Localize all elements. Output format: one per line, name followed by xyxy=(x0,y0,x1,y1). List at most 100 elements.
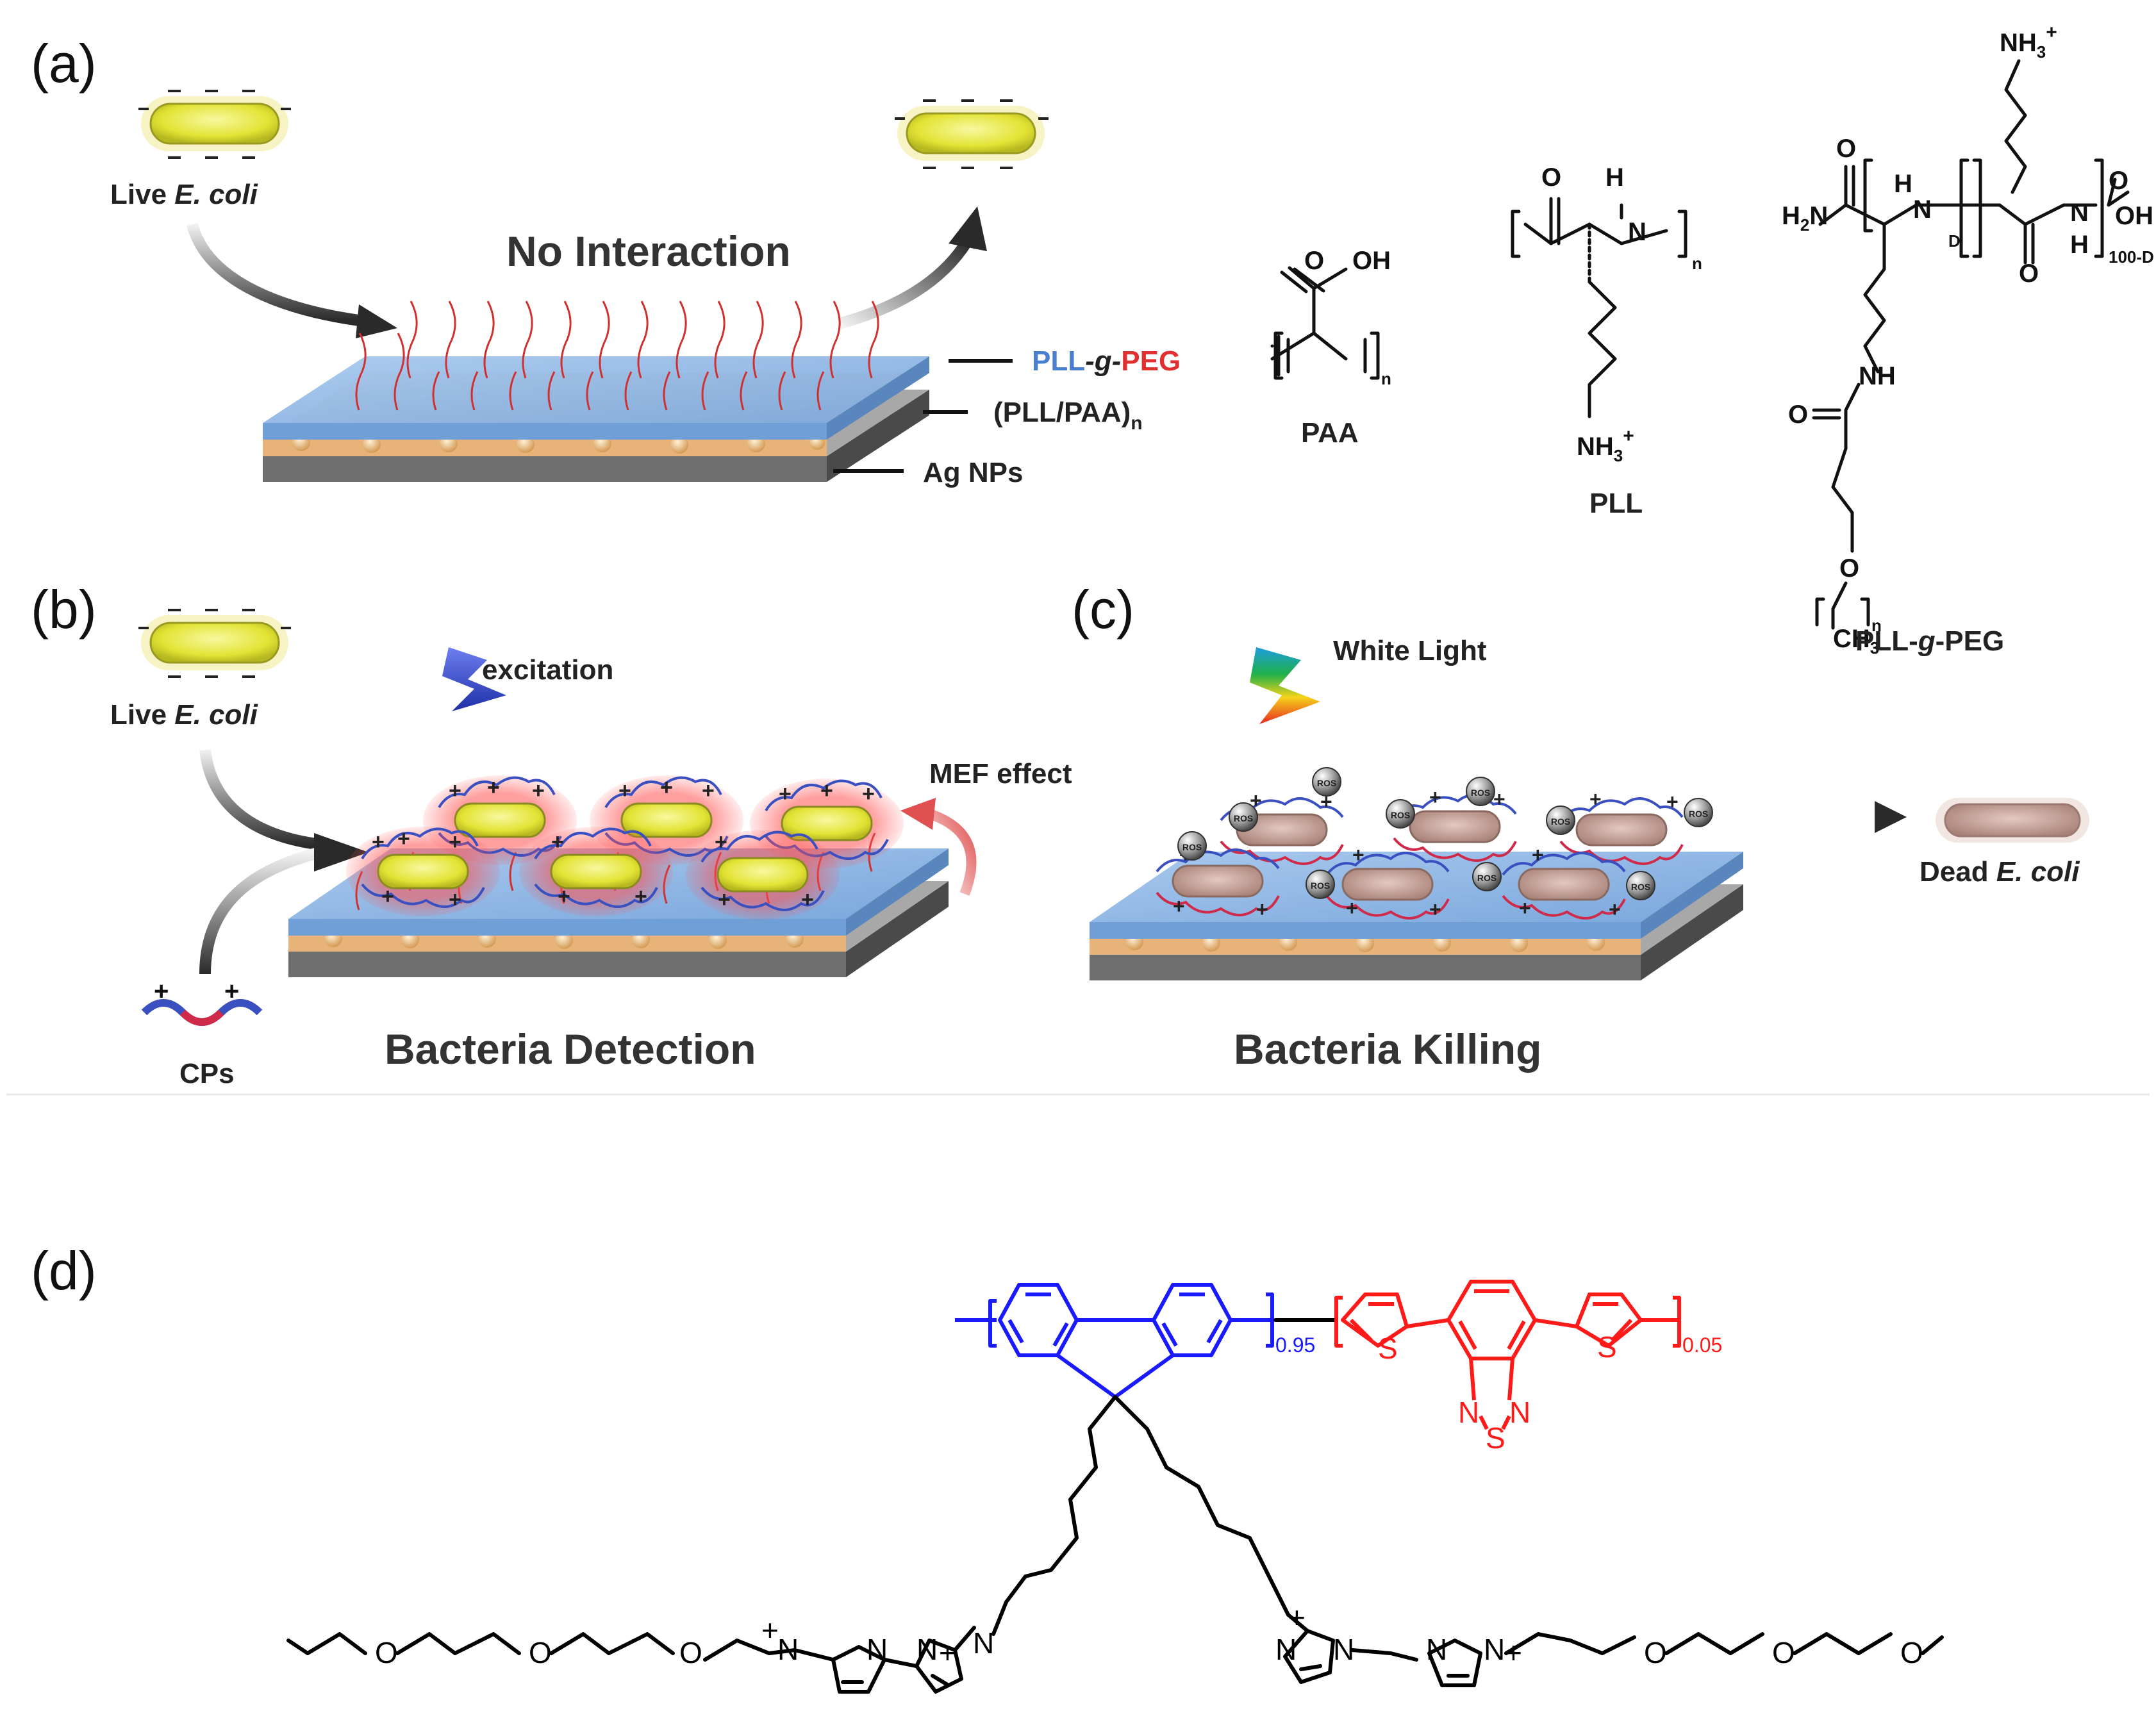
panel-a-substrate xyxy=(263,356,929,482)
panel-label-d: (d) xyxy=(31,1241,97,1301)
white-light-label: White Light xyxy=(1333,635,1487,666)
panel-a-peg-brushes xyxy=(355,301,879,411)
svg-text:NH: NH xyxy=(1859,362,1896,390)
arrow-cps-b xyxy=(199,847,322,975)
panel-a-bacterium-right xyxy=(895,99,1049,169)
svg-text:+: + xyxy=(660,775,673,800)
panel-label-b: (b) xyxy=(31,579,97,640)
mef-arrow-head xyxy=(900,798,936,830)
paa-label: PAA xyxy=(1301,417,1359,449)
panel-a-live-label: Live E. coli xyxy=(110,179,258,210)
mef-arrow xyxy=(927,809,977,896)
svg-text:N: N xyxy=(1484,1633,1505,1666)
svg-text:+: + xyxy=(801,888,814,912)
cp-structure: 0.95 S S N N S 0.05 xyxy=(286,1280,1944,1694)
svg-text:ROS: ROS xyxy=(1182,842,1202,852)
panel-c-dead-bacteria: ++++ ++++ ++++ +++ xyxy=(1156,786,1684,921)
cps-polymer: + + xyxy=(141,977,263,1026)
svg-text:O: O xyxy=(679,1636,702,1669)
svg-text:+: + xyxy=(224,977,239,1005)
svg-text:S: S xyxy=(1597,1330,1617,1364)
svg-text:+: + xyxy=(1666,790,1679,813)
svg-text:n: n xyxy=(1381,369,1391,388)
panel-label-a: (a) xyxy=(31,33,97,94)
svg-text:ROS: ROS xyxy=(1311,880,1330,891)
svg-text:H: H xyxy=(2070,231,2089,259)
excitation-bolt xyxy=(442,647,506,711)
svg-text:N: N xyxy=(2070,199,2089,227)
svg-text:+: + xyxy=(449,779,461,803)
panel-label-c: (c) xyxy=(1072,579,1134,640)
svg-text:O: O xyxy=(1304,247,1324,275)
svg-text:+: + xyxy=(634,884,647,909)
svg-text:OH: OH xyxy=(1352,247,1391,275)
svg-text:+: + xyxy=(449,830,461,854)
bacteria-detection-title: Bacteria Detection xyxy=(385,1025,756,1073)
svg-text:H: H xyxy=(1894,170,1912,198)
svg-text:O: O xyxy=(1836,135,1856,163)
svg-text:+: + xyxy=(1609,898,1621,921)
svg-text:n: n xyxy=(1692,254,1702,273)
svg-text:+: + xyxy=(381,884,394,909)
svg-text:n: n xyxy=(1871,616,1882,635)
svg-text:O: O xyxy=(375,1636,398,1669)
layer-label-multilayer: (PLL/PAA)n xyxy=(993,397,1143,434)
svg-text:H: H xyxy=(1605,163,1624,192)
btd-unit: S S N N S 0.05 xyxy=(1334,1280,1722,1455)
svg-text:ROS: ROS xyxy=(1234,813,1253,823)
svg-text:D: D xyxy=(1948,231,1961,251)
svg-text:N: N xyxy=(916,1633,938,1666)
svg-text:+: + xyxy=(820,779,833,803)
svg-text:N: N xyxy=(1426,1633,1447,1666)
panel-b-bacterium xyxy=(138,609,291,678)
svg-text:ROS: ROS xyxy=(1631,882,1650,892)
dead-bacterium xyxy=(1936,798,2089,843)
svg-text:N: N xyxy=(1913,195,1932,224)
svg-text:100-D: 100-D xyxy=(2109,247,2154,267)
dead-ecoli-label: Dead E. coli xyxy=(1920,856,2080,888)
no-interaction-label: No Interaction xyxy=(506,227,791,275)
arrow-leave-a-head xyxy=(949,206,987,251)
svg-text:N: N xyxy=(1628,218,1646,246)
svg-text:+: + xyxy=(862,782,875,806)
arrow-approach-a-head xyxy=(356,304,397,338)
svg-text:+: + xyxy=(761,1614,779,1647)
arrow-leave-a xyxy=(838,237,973,329)
svg-text:+: + xyxy=(1429,786,1441,809)
svg-text:+: + xyxy=(372,830,385,854)
svg-text:N: N xyxy=(1509,1396,1530,1429)
svg-text:+: + xyxy=(1589,788,1602,811)
svg-text:O: O xyxy=(1772,1636,1795,1669)
svg-text:+: + xyxy=(1532,843,1544,866)
svg-text:ROS: ROS xyxy=(1391,810,1410,820)
fluorene-unit: 0.95 xyxy=(955,1283,1315,1399)
svg-text:O: O xyxy=(1839,554,1859,582)
svg-text:+: + xyxy=(715,830,727,854)
svg-text:N: N xyxy=(1275,1633,1297,1666)
panel-b-bound-bacteria: +++ +++ +++ +++ ++ +++ +++ xyxy=(346,775,904,920)
svg-text:+: + xyxy=(1519,896,1531,920)
layer-label-ag: Ag NPs xyxy=(923,457,1023,488)
svg-text:+: + xyxy=(397,827,410,851)
svg-text:+: + xyxy=(1346,896,1358,920)
arrow-approach-a xyxy=(187,222,360,326)
svg-text:N: N xyxy=(1458,1396,1479,1429)
svg-text:ROS: ROS xyxy=(1551,816,1570,827)
svg-text:OH: OH xyxy=(2115,202,2153,230)
ros-particles: ROS ROS ROS ROS ROS ROS ROS ROS ROS ROS xyxy=(1177,767,1713,900)
pll-label: PLL xyxy=(1589,488,1643,519)
svg-text:ROS: ROS xyxy=(1471,788,1490,798)
svg-text:O: O xyxy=(2019,260,2039,288)
sub-0-05: 0.05 xyxy=(1682,1334,1722,1357)
svg-text:+: + xyxy=(939,1636,956,1669)
svg-text:+: + xyxy=(1173,895,1185,918)
svg-text:ROS: ROS xyxy=(1689,809,1708,819)
bacteria-killing-title: Bacteria Killing xyxy=(1234,1025,1541,1073)
svg-text:ROS: ROS xyxy=(1477,873,1497,883)
svg-text:+: + xyxy=(558,884,570,909)
arrow-bacteria-b xyxy=(199,748,334,852)
mef-label: MEF effect xyxy=(929,758,1072,789)
excitation-label: excitation xyxy=(482,654,613,686)
svg-text:+: + xyxy=(551,830,564,854)
